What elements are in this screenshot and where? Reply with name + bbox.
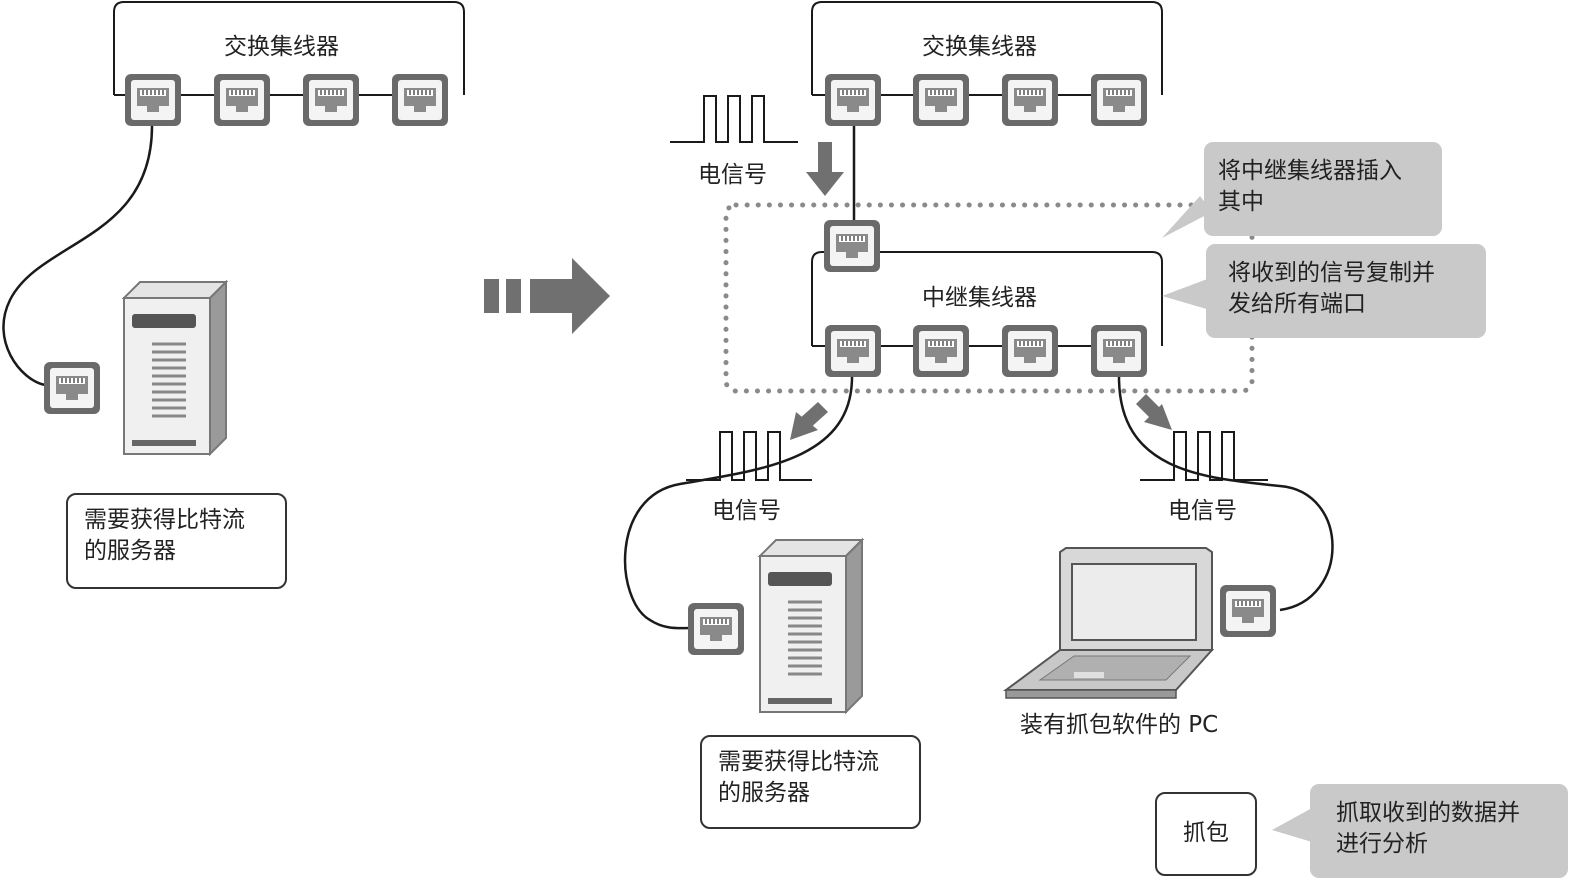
laptop-icon bbox=[1002, 547, 1215, 699]
left-server-port-icon bbox=[43, 361, 101, 415]
callout-copy: 将收到的信号复制并 发给所有端口 bbox=[1206, 244, 1486, 338]
port-icon bbox=[912, 324, 970, 378]
port-icon bbox=[824, 73, 882, 127]
callout-line: 将中继集线器插入 bbox=[1218, 158, 1402, 184]
left-hub-label: 交换集线器 bbox=[224, 34, 339, 60]
diagonal-arrow-right-icon bbox=[1136, 394, 1172, 430]
left-switch-hub bbox=[113, 1, 465, 127]
left-server-icon bbox=[122, 280, 228, 456]
port-icon bbox=[824, 324, 882, 378]
left-server-caption: 需要获得比特流 的服务器 bbox=[66, 493, 287, 589]
port-icon bbox=[912, 73, 970, 127]
legend-callout-tail bbox=[1272, 808, 1312, 842]
diagonal-arrow-left-icon bbox=[790, 402, 828, 440]
right-switch-label: 交换集线器 bbox=[922, 34, 1037, 60]
right-switch-hub bbox=[811, 1, 1163, 127]
callout-line: 发给所有端口 bbox=[1228, 291, 1366, 317]
callout-line: 将收到的信号复制并 bbox=[1228, 260, 1435, 286]
right-server-icon bbox=[758, 538, 864, 714]
signal-label-right: 电信号 bbox=[1168, 498, 1237, 524]
caption-line: 的服务器 bbox=[718, 780, 810, 806]
repeater-enclosure bbox=[723, 202, 1255, 394]
transition-arrow-icon bbox=[484, 258, 610, 334]
left-cable bbox=[2, 125, 154, 387]
port-icon bbox=[1001, 324, 1059, 378]
port-icon bbox=[391, 73, 449, 127]
caption-line: 的服务器 bbox=[84, 538, 176, 564]
legend-line: 抓取收到的数据并 bbox=[1336, 800, 1520, 826]
pc-port-icon bbox=[1219, 584, 1277, 638]
down-arrow-icon bbox=[806, 142, 844, 196]
cable-to-server bbox=[623, 376, 854, 630]
port-icon bbox=[213, 73, 271, 127]
port-icon bbox=[1090, 324, 1148, 378]
callout-copy-tail bbox=[1162, 278, 1210, 310]
right-server-port-icon bbox=[687, 602, 745, 656]
port-icon bbox=[1001, 73, 1059, 127]
legend-capture-box: 抓包 bbox=[1155, 792, 1257, 876]
caption-line: 需要获得比特流 bbox=[718, 749, 879, 775]
right-server-caption: 需要获得比特流 的服务器 bbox=[700, 735, 921, 829]
repeater-label: 中继集线器 bbox=[922, 285, 1037, 311]
legend-description: 抓取收到的数据并 进行分析 bbox=[1310, 784, 1568, 878]
port-icon bbox=[1090, 73, 1148, 127]
signal-wave-top bbox=[670, 95, 798, 143]
port-icon bbox=[124, 73, 182, 127]
repeater-uplink-port-icon bbox=[823, 219, 881, 273]
signal-wave-right bbox=[1140, 431, 1268, 481]
repeater-hub bbox=[811, 219, 1163, 378]
pc-caption: 装有抓包软件的 PC bbox=[1020, 712, 1219, 738]
callout-insert: 将中继集线器插入 其中 bbox=[1204, 142, 1442, 236]
port-icon bbox=[302, 73, 360, 127]
legend-line: 进行分析 bbox=[1336, 831, 1428, 857]
caption-line: 需要获得比特流 bbox=[84, 507, 245, 533]
callout-line: 其中 bbox=[1218, 189, 1264, 215]
signal-wave-left bbox=[686, 431, 812, 481]
cable-to-pc bbox=[1117, 376, 1334, 612]
signal-label-left: 电信号 bbox=[712, 498, 781, 524]
legend-box-label: 抓包 bbox=[1183, 820, 1229, 846]
callout-insert-tail bbox=[1162, 196, 1212, 238]
signal-label-top: 电信号 bbox=[698, 162, 767, 188]
